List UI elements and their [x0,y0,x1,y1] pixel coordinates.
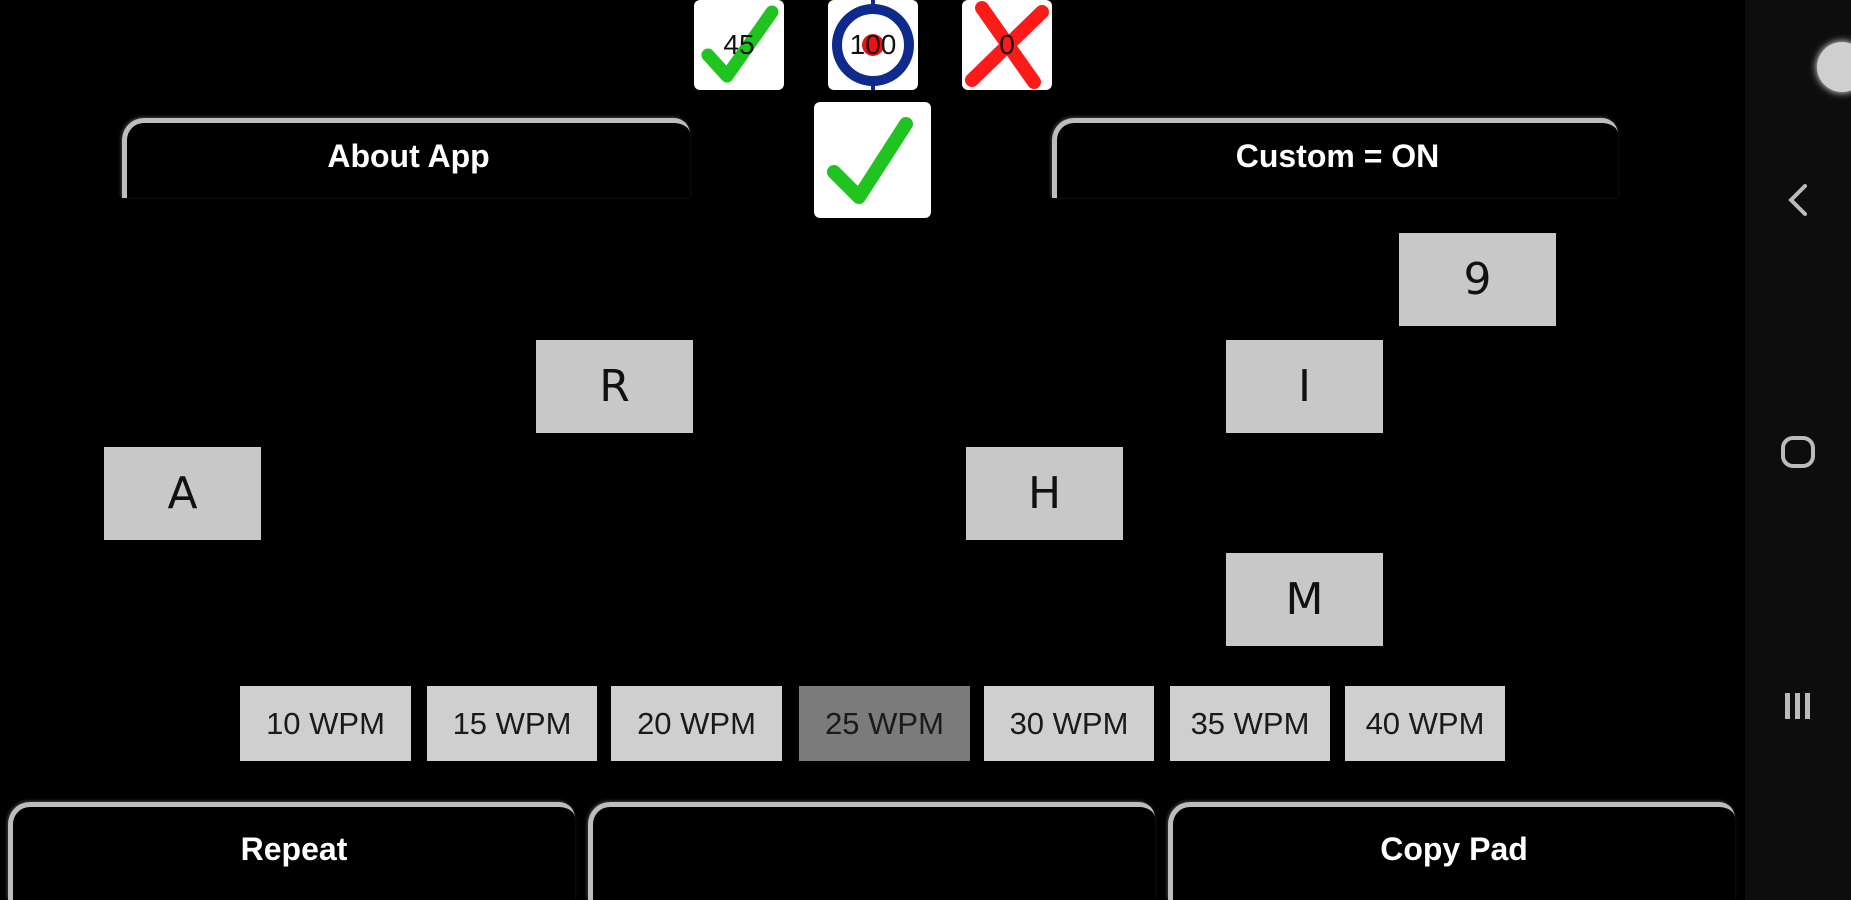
wpm-button-25[interactable]: 25 WPM [799,686,970,761]
wrong-count-tile: 0 [962,0,1052,90]
tile-label: R [599,361,630,412]
wpm-label: 30 WPM [1009,705,1129,741]
character-tile[interactable]: A [104,447,261,540]
tile-label: 9 [1463,254,1492,305]
wpm-button-40[interactable]: 40 WPM [1345,686,1505,761]
about-app-label: About App [327,138,490,174]
correct-count-tile: 45 [694,0,784,90]
app-screen: 45 100 0 About App Custom = ON 9 R [8,0,1735,900]
copy-pad-button[interactable]: Copy Pad [1168,802,1735,900]
custom-toggle-button[interactable]: Custom = ON [1052,118,1618,198]
green-check-icon [701,5,779,83]
wpm-label: 25 WPM [825,705,944,741]
back-icon[interactable] [1745,180,1851,220]
wpm-button-10[interactable]: 10 WPM [240,686,411,761]
character-tile[interactable]: I [1226,340,1383,433]
copy-pad-label: Copy Pad [1380,831,1528,867]
home-icon[interactable] [1745,432,1851,472]
wpm-button-35[interactable]: 35 WPM [1170,686,1330,761]
wpm-label: 35 WPM [1190,705,1310,741]
tile-label: I [1298,361,1311,412]
character-tile[interactable]: M [1226,553,1383,646]
wpm-button-15[interactable]: 15 WPM [427,686,597,761]
accuracy-tile: 100 [828,0,918,90]
correct-count: 45 [723,29,755,60]
wrong-count: 0 [999,29,1015,60]
wpm-label: 20 WPM [637,705,756,741]
red-x-icon [965,1,1049,89]
wpm-label: 15 WPM [452,705,572,741]
about-app-button[interactable]: About App [122,118,690,198]
target-icon [832,0,914,90]
custom-toggle-label: Custom = ON [1235,138,1440,174]
wpm-label: 10 WPM [266,705,385,741]
tile-label: A [167,468,198,519]
character-tile[interactable]: H [966,447,1123,540]
green-check-icon [827,117,913,204]
wpm-button-30[interactable]: 30 WPM [984,686,1154,761]
repeat-button[interactable]: Repeat [8,802,575,900]
tile-label: M [1285,574,1324,625]
tile-label: H [1027,468,1062,519]
character-tile[interactable]: 9 [1399,233,1556,326]
wpm-button-20[interactable]: 20 WPM [611,686,782,761]
wpm-label: 40 WPM [1365,705,1485,741]
character-tile[interactable]: R [536,340,693,433]
status-indicator [814,102,931,218]
repeat-label: Repeat [240,831,348,867]
system-navigation-bar [1745,0,1851,900]
assistant-dot-icon[interactable] [1817,42,1851,92]
recents-icon[interactable] [1745,686,1851,726]
blank-button[interactable] [588,802,1155,900]
accuracy-value: 100 [849,29,897,60]
